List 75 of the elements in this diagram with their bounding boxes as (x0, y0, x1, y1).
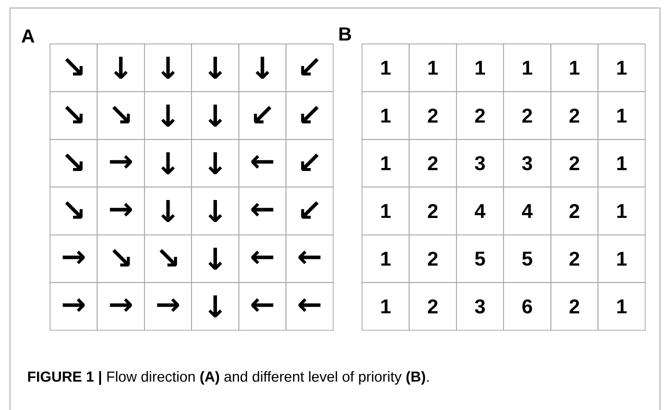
number-cell: 1 (598, 91, 646, 140)
arrow-cell: ↓ (191, 234, 240, 283)
number-cell: 1 (408, 44, 457, 92)
arrow-cell: → (50, 234, 98, 283)
arrow-cell: → (50, 282, 98, 331)
panel-label: A (22, 29, 34, 43)
number-cell: 2 (408, 91, 457, 140)
arrow-cell: ← (238, 138, 286, 188)
arrow-cell: ↙ (286, 44, 334, 92)
arrow-cell: ← (238, 186, 286, 236)
number-cell: 4 (503, 186, 552, 236)
arrow-cell: ↘ (96, 234, 145, 283)
number-cell: 1 (550, 44, 598, 92)
number-cell: 1 (598, 282, 646, 331)
caption: FIGURE 1 | Flow direction (A) and different level of priority (B). (28, 371, 429, 385)
arrow-cell: ↓ (144, 186, 192, 236)
number-cell: 1 (598, 44, 646, 92)
number-cell: 2 (456, 91, 504, 140)
arrow-cell: ← (238, 282, 286, 331)
number-cell: 2 (408, 234, 457, 283)
arrow-cell: ↘ (50, 44, 98, 92)
number-cell: 2 (550, 186, 598, 236)
arrow-cell: ↓ (144, 91, 192, 140)
number-cell: 1 (362, 282, 410, 331)
number-cell: 2 (550, 138, 598, 188)
arrow-cell: → (144, 282, 192, 331)
arrow-cell: ↓ (96, 44, 145, 92)
arrow-cell: ↓ (191, 91, 240, 140)
number-cell: 1 (598, 138, 646, 188)
number-cell: 2 (408, 138, 457, 188)
arrow-cell: ↓ (144, 44, 192, 92)
number-cell: 3 (456, 282, 504, 331)
number-cell: 1 (362, 186, 410, 236)
arrow-cell: → (96, 138, 145, 188)
arrow-cell: ← (238, 234, 286, 283)
arrow-cell: → (96, 282, 145, 331)
number-cell: 1 (598, 234, 646, 283)
arrow-cell: ↓ (191, 138, 240, 188)
number-cell: 2 (550, 282, 598, 331)
arrow-cell: ↘ (144, 234, 192, 283)
arrow-cell: ↙ (286, 138, 334, 188)
number-cell: 6 (503, 282, 552, 331)
arrow-cell: ↘ (50, 91, 98, 140)
arrow-cell: ← (286, 234, 334, 283)
number-cell: 2 (550, 234, 598, 283)
arrow-cell: ↓ (191, 282, 240, 331)
arrow-cell: → (96, 186, 145, 236)
number-cell: 2 (503, 91, 552, 140)
arrow-cell: ↘ (50, 186, 98, 236)
number-cell: 5 (503, 234, 552, 283)
number-cell: 4 (456, 186, 504, 236)
arrow-cell: ↓ (238, 44, 286, 92)
number-cell: 2 (408, 282, 457, 331)
number-cell: 1 (362, 91, 410, 140)
number-cell: 2 (408, 186, 457, 236)
arrow-cell: ↙ (286, 186, 334, 236)
arrow-cell: ← (286, 282, 334, 331)
panel-label: B (339, 27, 351, 41)
arrow-cell: ↘ (96, 91, 145, 140)
arrow-cell: ↘ (50, 138, 98, 188)
number-cell: 1 (503, 44, 552, 92)
arrow-cell: ↓ (191, 44, 240, 92)
number-cell: 2 (550, 91, 598, 140)
number-cell: 1 (362, 234, 410, 283)
arrow-cell: ↙ (238, 91, 286, 140)
number-cell: 1 (598, 186, 646, 236)
number-cell: 3 (503, 138, 552, 188)
number-cell: 1 (362, 44, 410, 92)
arrow-cell: ↓ (191, 186, 240, 236)
arrow-cell: ↓ (144, 138, 192, 188)
number-cell: 1 (362, 138, 410, 188)
arrow-cell: ↙ (286, 91, 334, 140)
number-cell: 3 (456, 138, 504, 188)
number-cell: 5 (456, 234, 504, 283)
number-cell: 1 (456, 44, 504, 92)
